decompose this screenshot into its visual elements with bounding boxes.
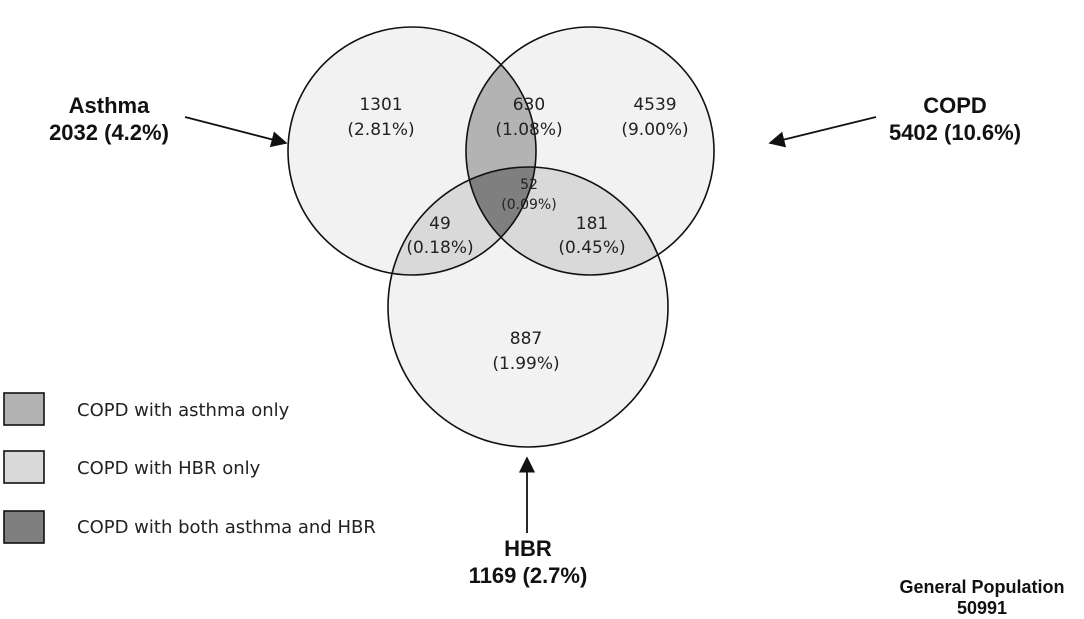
- asthma-hbr-region: [388, 167, 536, 275]
- asthma-set-name: Asthma: [69, 93, 150, 118]
- asthma-copd-pct: (1.08%): [495, 120, 562, 140]
- hbr-circle: [387, 166, 669, 448]
- asthma-arrow: [184, 116, 288, 148]
- legend-label-asthma-only: COPD with asthma only: [77, 400, 290, 421]
- general-population-count: 50991: [957, 598, 1007, 618]
- copd-set-name: COPD: [923, 93, 987, 118]
- asthma-only-count: 1301: [359, 95, 402, 115]
- hbr-only-pct: (1.99%): [492, 354, 559, 374]
- asthma-hbr-pct: (0.18%): [406, 238, 473, 258]
- legend: COPD with asthma only COPD with HBR only…: [3, 392, 376, 544]
- asthma-set-total: 2032 (4.2%): [49, 120, 169, 145]
- asthma-hbr-count: 49: [429, 214, 451, 234]
- all-three-count: 52: [520, 177, 538, 193]
- general-population-label: General Population: [899, 577, 1064, 597]
- copd-hbr-pct: (0.45%): [558, 238, 625, 258]
- asthma-copd-count: 630: [513, 95, 545, 115]
- copd-hbr-count: 181: [576, 214, 608, 234]
- legend-swatch-both: [3, 510, 45, 544]
- all-three-pct: (0.09%): [501, 197, 556, 213]
- copd-only-pct: (9.00%): [621, 120, 688, 140]
- copd-only-count: 4539: [633, 95, 676, 115]
- copd-arrow: [768, 116, 877, 148]
- hbr-set-name: HBR: [504, 536, 552, 561]
- legend-swatch-hbr-only: [3, 450, 45, 484]
- legend-label-hbr-only: COPD with HBR only: [77, 458, 261, 479]
- hbr-set-total: 1169 (2.7%): [469, 563, 588, 588]
- legend-label-both: COPD with both asthma and HBR: [77, 517, 376, 538]
- asthma-circle: [287, 26, 537, 276]
- hbr-only-count: 887: [510, 329, 542, 349]
- legend-swatch-asthma-only: [3, 392, 45, 426]
- asthma-only-pct: (2.81%): [347, 120, 414, 140]
- copd-circle: [465, 26, 715, 276]
- copd-set-total: 5402 (10.6%): [889, 120, 1021, 145]
